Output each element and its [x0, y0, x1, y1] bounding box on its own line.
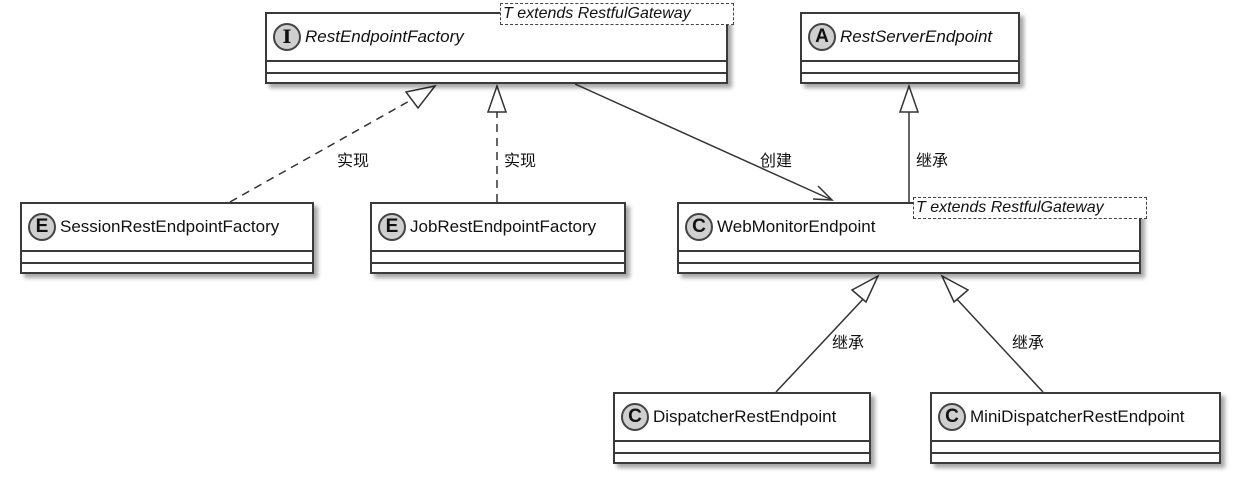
class-name: MiniDispatcherRestEndpoint: [970, 407, 1185, 426]
class-name: DispatcherRestEndpoint: [653, 407, 837, 426]
hollow-arrowhead: [940, 274, 970, 304]
inherit-edge-dispatcher: [775, 295, 867, 393]
template-parameter: T extends RestfulGateway: [500, 3, 734, 25]
open-arrowhead: [812, 185, 834, 201]
class-name: RestServerEndpoint: [840, 27, 993, 46]
methods-section: [679, 262, 1139, 272]
attributes-section: [679, 250, 1139, 262]
edge-label-inherit-dispatcher: 继承: [832, 333, 865, 352]
class-job-rest-endpoint-factory[interactable]: E JobRestEndpointFactory: [370, 202, 626, 274]
methods-section: [615, 452, 869, 462]
edge-label-realization-session: 实现: [337, 151, 370, 170]
class-name: WebMonitorEndpoint: [717, 217, 876, 236]
class-icon: C: [938, 403, 966, 431]
class-mini-dispatcher-rest-endpoint[interactable]: C MiniDispatcherRestEndpoint: [930, 392, 1221, 464]
methods-section: [802, 72, 1018, 82]
attributes-section: [267, 60, 726, 72]
hollow-arrowhead: [898, 83, 920, 113]
class-rest-server-endpoint[interactable]: A RestServerEndpoint: [800, 12, 1020, 84]
attributes-section: [372, 250, 624, 262]
methods-section: [267, 72, 726, 82]
enum-icon: E: [28, 213, 56, 241]
class-icon: C: [685, 213, 713, 241]
class-name: SessionRestEndpointFactory: [60, 217, 280, 236]
edge-label-inherit-minidispatcher: 继承: [1012, 333, 1045, 352]
attributes-section: [22, 250, 312, 262]
hollow-arrowhead: [486, 83, 508, 113]
class-name: JobRestEndpointFactory: [410, 217, 597, 236]
methods-section: [22, 262, 312, 272]
methods-section: [372, 262, 624, 272]
class-icon: C: [621, 403, 649, 431]
create-edge: [574, 83, 833, 201]
attributes-section: [932, 440, 1219, 452]
interface-icon: I: [273, 23, 301, 51]
class-name: RestEndpointFactory: [305, 27, 464, 46]
inherit-edge-minidispatcher: [953, 295, 1044, 393]
abstract-icon: A: [808, 23, 836, 51]
methods-section: [932, 452, 1219, 462]
template-parameter: T extends RestfulGateway: [913, 197, 1147, 219]
enum-icon: E: [378, 213, 406, 241]
hollow-arrowhead: [850, 274, 880, 304]
class-dispatcher-rest-endpoint[interactable]: C DispatcherRestEndpoint: [613, 392, 871, 464]
realization-edge-session: [229, 94, 421, 203]
attributes-section: [615, 440, 869, 452]
class-session-rest-endpoint-factory[interactable]: E SessionRestEndpointFactory: [20, 202, 314, 274]
edge-label-create: 创建: [760, 151, 793, 170]
edge-label-realization-job: 实现: [504, 151, 537, 170]
attributes-section: [802, 60, 1018, 72]
edge-label-inherit-webmonitor: 继承: [916, 151, 949, 170]
hollow-arrowhead: [404, 84, 437, 110]
